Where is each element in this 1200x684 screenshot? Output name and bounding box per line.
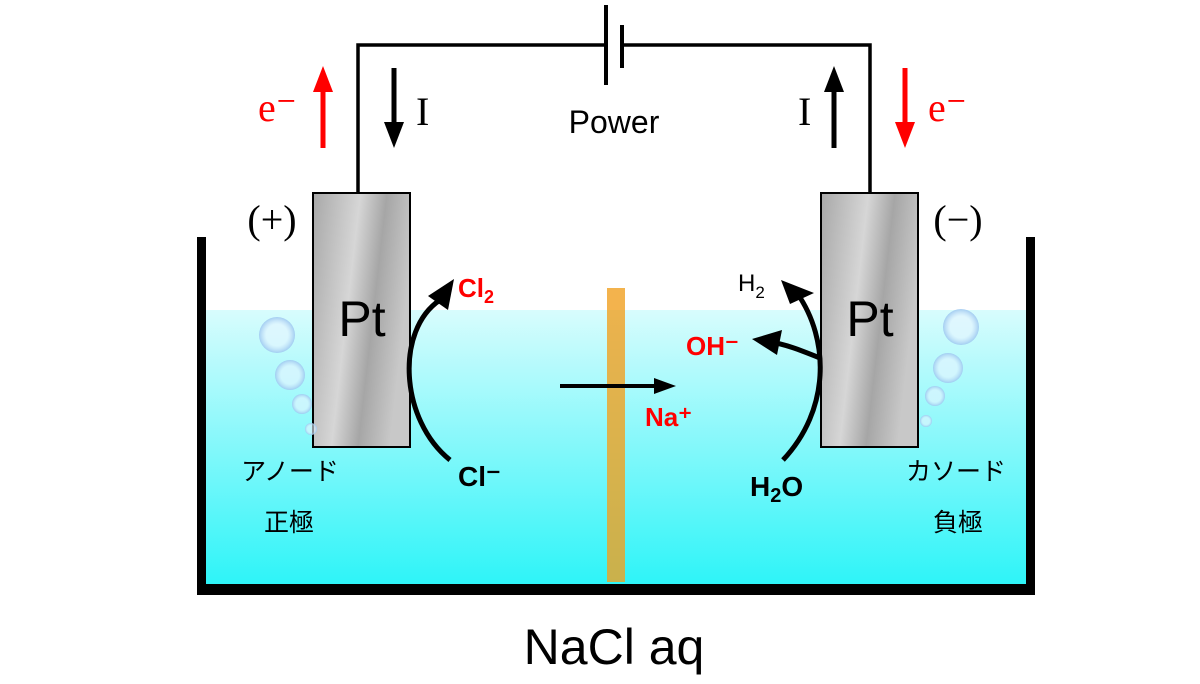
bubbles-icon xyxy=(259,309,979,435)
hydrogen-subscript: 2 xyxy=(755,283,764,302)
anode-sign: (+) xyxy=(247,197,296,242)
cathode-pole: 負極 xyxy=(933,508,983,537)
electron-arrow-down-icon xyxy=(895,68,915,148)
cathode-sign: (−) xyxy=(933,197,982,242)
circuit-wire xyxy=(356,43,872,193)
solution-label: NaCl aq xyxy=(524,619,705,675)
anode-electron-label: e⁻ xyxy=(258,85,297,130)
anode-current-label: I xyxy=(416,89,429,134)
sodium-migration-arrow-icon xyxy=(560,378,676,394)
cathode-electrode xyxy=(820,192,919,448)
water-label: H2O xyxy=(750,471,803,507)
power-label: Power xyxy=(569,104,660,140)
anode-material: Pt xyxy=(338,291,385,347)
battery-icon xyxy=(604,5,624,85)
chlorine-subscript: 2 xyxy=(484,287,494,307)
anode-name: アノード xyxy=(241,457,339,486)
arrowhead-icon xyxy=(781,280,814,304)
ion-exchange-membrane xyxy=(607,288,625,582)
current-arrow-down-icon xyxy=(384,68,404,148)
chlorine-label: Cl2 xyxy=(458,273,494,307)
arrowhead-icon xyxy=(752,330,782,355)
water-o: O xyxy=(781,471,803,502)
water-reduction-arrow-icon xyxy=(781,291,823,462)
cathode-electron-label: e⁻ xyxy=(928,85,967,130)
chlorine-symbol: Cl xyxy=(458,273,484,303)
chloride-ion-label: Cl⁻ xyxy=(458,461,501,492)
water-subscript: 2 xyxy=(770,485,781,507)
electron-arrow-up-icon xyxy=(313,66,333,148)
cathode-material: Pt xyxy=(846,291,893,347)
hydroxide-ion-label: OH⁻ xyxy=(686,331,739,361)
tank xyxy=(197,237,1035,595)
sodium-ion-label: Na⁺ xyxy=(645,402,692,432)
hydrogen-symbol: H xyxy=(738,270,755,297)
arrowhead-icon xyxy=(428,279,454,310)
anode-electrode xyxy=(312,192,411,448)
cathode-current-label: I xyxy=(798,89,811,134)
current-arrow-up-icon xyxy=(824,66,844,148)
hydrogen-label: H2 xyxy=(738,270,765,302)
cathode-name: カソード xyxy=(906,457,1006,486)
water-h: H xyxy=(750,471,770,502)
anode-pole: 正極 xyxy=(264,508,314,537)
chloride-oxidation-arrow-icon xyxy=(406,297,452,462)
